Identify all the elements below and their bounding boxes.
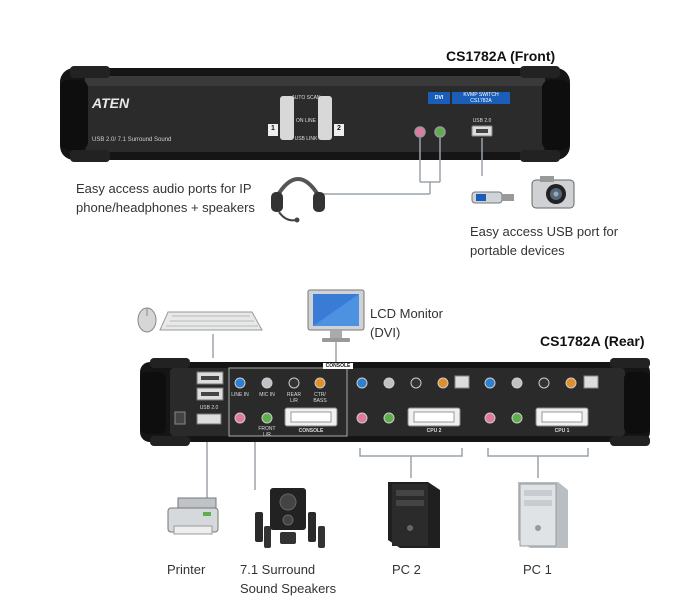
front-model-line1: KVMP SWITCH (463, 92, 499, 98)
audio-ports-caption: Easy access audio ports for IP phone/hea… (76, 181, 255, 215)
rear-kvm-device (140, 358, 650, 446)
printer-label: Printer (167, 562, 206, 577)
rear-rear-label: REAR L/R (287, 392, 301, 404)
pc1-label: PC 1 (523, 562, 552, 577)
front-port-2-label: 2 (337, 125, 341, 132)
front-panel-title: CS1782A (Front) (446, 48, 556, 64)
rear-cpu1-label: CPU 1 (554, 428, 570, 434)
speakers-label: 7.1 Surround Sound Speakers (240, 562, 337, 596)
usb-port-caption: Easy access USB port for portable device… (470, 224, 619, 258)
rear-mic-label: MIC IN (259, 392, 275, 398)
rear-panel-title: CS1782A (Rear) (540, 333, 645, 349)
usb-stick-icon (471, 191, 514, 204)
pc-tower-icon (388, 482, 440, 548)
front-kvm-device (60, 66, 570, 162)
camera-icon (531, 176, 575, 209)
rear-ctr-label: CTR/ BASS (313, 392, 327, 404)
audio-connector-lines (322, 138, 483, 195)
pc-tower-icon (518, 482, 568, 548)
rear-cpu2-label: CPU 2 (426, 428, 442, 434)
front-on-line-label: ON LINE (295, 118, 316, 124)
speakers-icon (255, 488, 325, 548)
front-auto-scan-label: AUTO SCAN (291, 95, 321, 101)
rear-line-in-label: LINE IN (231, 392, 249, 398)
front-model-line2: CS1782A (470, 98, 492, 104)
lcd-monitor-label: LCD Monitor (DVI) (370, 306, 443, 340)
headphones-icon (271, 177, 325, 223)
mouse-icon (137, 307, 157, 333)
printer-icon (167, 497, 219, 535)
front-usb-label: USB 2.0 (472, 118, 492, 124)
rear-connector-lines (206, 334, 589, 498)
rear-usb-label: USB 2.0 (199, 405, 219, 411)
monitor-icon (307, 289, 365, 342)
keyboard-icon (159, 311, 263, 331)
rear-console-tag: CONSOLE (323, 363, 353, 369)
front-usb-link-label: USB LINK (294, 136, 318, 142)
pc2-label: PC 2 (392, 562, 421, 577)
front-dvi-badge: DVI (434, 95, 444, 101)
rear-console-label: CONSOLE (298, 428, 324, 434)
front-brand-logo: ATEN (92, 95, 130, 111)
front-port-1-label: 1 (271, 125, 275, 132)
rear-front-label: FRONT L/R (258, 426, 276, 438)
front-sub-brand: USB 2.0/ 7.1 Surround Sound (92, 137, 172, 143)
